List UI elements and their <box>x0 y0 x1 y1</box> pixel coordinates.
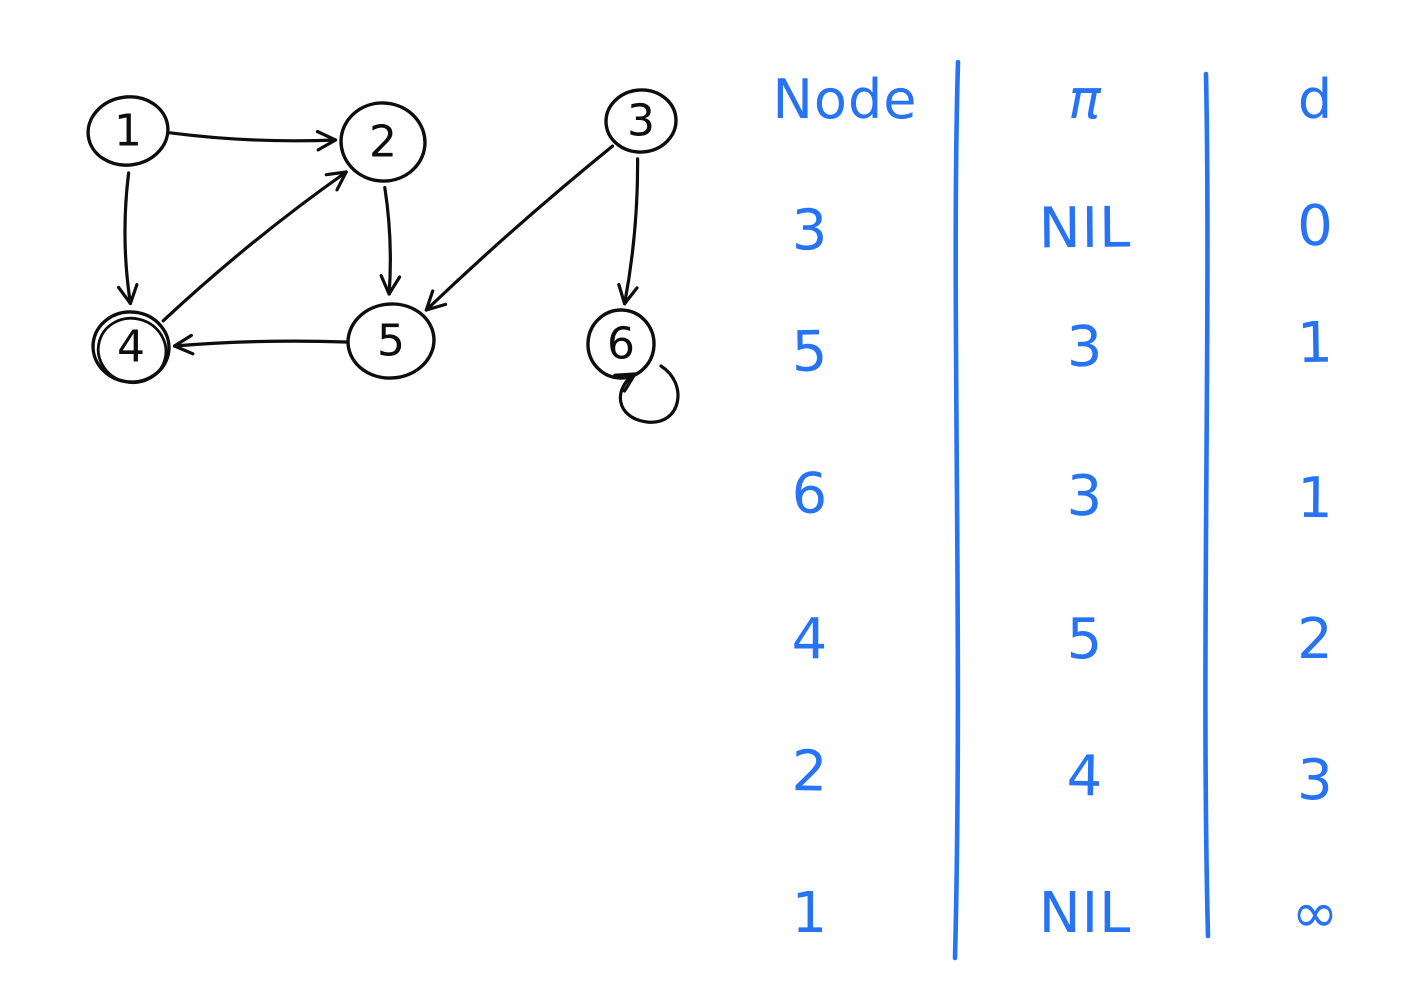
edge-3-5 <box>424 144 615 312</box>
table-header-pi: π <box>1068 68 1102 131</box>
arrowhead-3-6 <box>617 282 639 306</box>
table-cell-d: 1 <box>1296 309 1335 376</box>
table-cell-pi: NIL <box>1038 880 1132 946</box>
table-row: 5 3 1 <box>729 273 1421 422</box>
edge-2-5 <box>383 185 392 296</box>
table-cell-d: 3 <box>1296 747 1335 814</box>
table-cell-d: 2 <box>1297 606 1334 672</box>
arrowhead-4-2 <box>324 170 348 192</box>
table-header-row: Node π d <box>730 40 1421 160</box>
table-cell-pi: NIL <box>1038 195 1132 261</box>
edge-5-4 <box>172 339 348 348</box>
edge-1-2 <box>168 131 338 143</box>
graph-node-circle-3 <box>604 88 678 154</box>
edge-1-4 <box>123 171 132 306</box>
graph-node-circle-2 <box>339 101 427 183</box>
graph-node-circle2-4 <box>96 316 168 384</box>
table-cell-pi: 3 <box>1066 463 1104 529</box>
table-row: 2 4 3 <box>729 702 1421 851</box>
table-cell-node: 4 <box>791 606 829 672</box>
table-cell-pi: 4 <box>1066 743 1104 809</box>
table-cell-pi: 5 <box>1066 606 1104 672</box>
graph-node-label-2: 2 <box>369 117 397 168</box>
table-cell-node: 3 <box>791 197 829 263</box>
table-cell-pi: 3 <box>1066 314 1104 380</box>
table-cell-node: 6 <box>791 461 829 527</box>
table-cell-d: 0 <box>1296 193 1335 259</box>
table-header-d: d <box>1297 68 1334 131</box>
graph-node-label-5: 5 <box>377 316 405 367</box>
table-cell-node: 1 <box>791 880 829 946</box>
table-separator-1 <box>952 59 961 961</box>
graph-node-circle-5 <box>346 302 436 380</box>
arrowhead-1-2 <box>315 129 338 152</box>
graph-node-label-3: 3 <box>627 96 655 147</box>
table-cell-node: 5 <box>791 318 829 385</box>
table-cell-node: 2 <box>791 738 829 805</box>
table-cell-d: ∞ <box>1291 880 1340 946</box>
arrowhead-3-5 <box>424 289 448 312</box>
edge-4-2 <box>161 170 348 323</box>
graph-node-label-1: 1 <box>114 106 142 157</box>
graph-node-circle-1 <box>86 95 170 167</box>
table-row: 1 NIL ∞ <box>730 845 1421 982</box>
edge-6-6 <box>618 364 680 424</box>
table-row: 6 3 1 <box>729 425 1421 568</box>
arrowhead-5-4 <box>172 333 195 356</box>
bfs-table: Node π d 3 NIL 0 5 3 1 6 3 1 4 5 2 2 4 3 <box>730 40 1421 982</box>
table-row: 4 5 2 <box>730 571 1421 708</box>
edge-3-6 <box>623 157 640 306</box>
graph-node-label-4: 4 <box>117 322 145 373</box>
graph-node-label-6: 6 <box>607 319 635 370</box>
table-cell-d: 1 <box>1296 465 1335 531</box>
arrowhead-2-5 <box>379 274 402 296</box>
graph-node-circle-6 <box>586 308 656 380</box>
table-header-node: Node <box>772 68 918 131</box>
table-separator-2 <box>1203 71 1211 939</box>
arrowhead-1-4 <box>117 283 139 306</box>
